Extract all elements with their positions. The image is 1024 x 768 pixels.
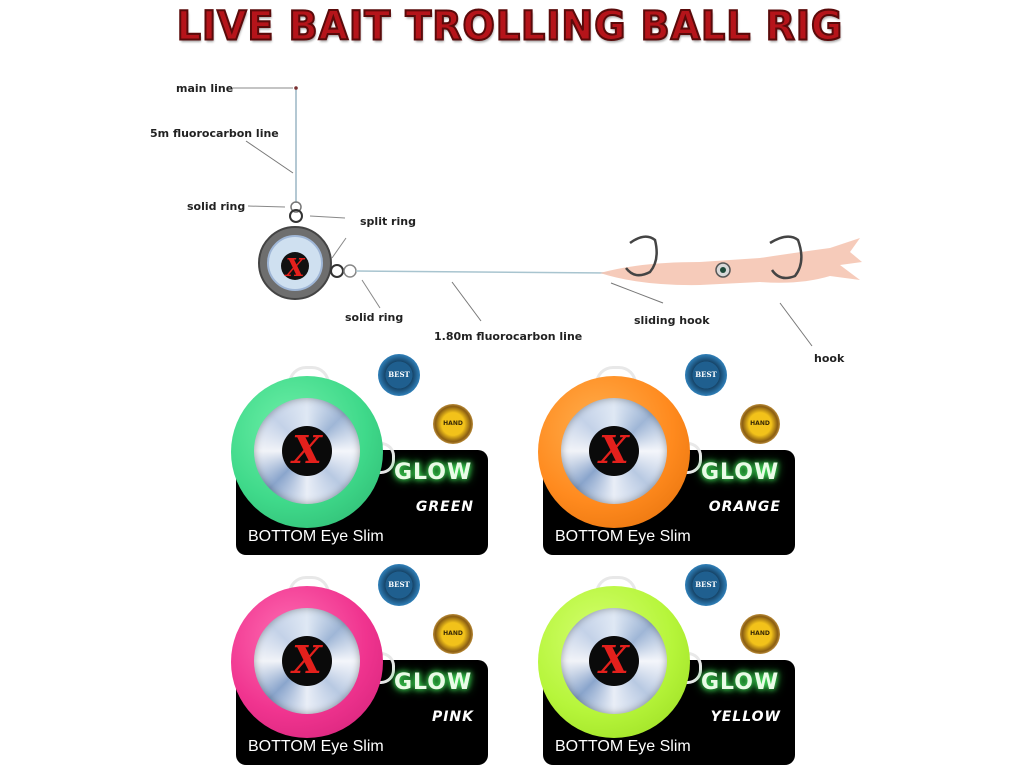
hand-made-badge-icon: HAND [740,614,780,654]
quality-badge-icon: BEST [378,354,420,396]
sliding-hook-icon [625,235,658,277]
glow-label: GLOW [701,670,780,695]
color-label: PINK [431,709,474,725]
main-line-end [294,86,298,90]
color-label: GREEN [415,499,474,515]
product-card-pink: X BEST HAND GLOW PINK BOTTOM Eye Slim [226,562,488,767]
hand-made-badge-icon: HAND [433,404,473,444]
color-label: ORANGE [708,499,781,515]
side-eyelet [683,442,702,474]
product-name: BOTTOM Eye Slim [555,528,691,545]
glow-label: GLOW [394,670,473,695]
product-name: BOTTOM Eye Slim [248,528,384,545]
split-ring-top [289,209,303,223]
leader-hook [779,302,813,347]
fluoro-leader-line [355,270,611,274]
leader-solid-ring-bottom [361,279,381,309]
label-sliding-hook: sliding hook [634,314,710,327]
label-solid-ring-bottom: solid ring [345,311,404,324]
label-main-line: main line [176,82,234,95]
solid-ring-top [290,201,302,213]
leader-sliding-hook [610,282,664,304]
rig-ball-eye [281,252,309,280]
quality-badge-icon: BEST [378,564,420,606]
leader-split-ring [309,215,346,219]
label-5m-fluorocarbon: 5m fluorocarbon line [150,127,279,140]
side-eyelet [683,652,702,684]
side-eyelet [376,652,395,684]
hand-made-badge-icon: HAND [433,614,473,654]
rig-diagram: X [233,86,862,347]
label-split-ring: split ring [360,215,416,228]
x-mark-icon: X [589,426,639,476]
hook-icon [769,235,803,280]
squid-bait [600,238,862,286]
rig-ball-mark: X [284,253,306,282]
x-mark-icon: X [282,426,332,476]
leader-5m [245,140,294,174]
glow-label: GLOW [701,460,780,485]
label-1-80m-fluorocarbon: 1.80m fluorocarbon line [434,330,583,343]
label-hook: hook [814,352,845,365]
label-solid-ring-top: solid ring [187,200,246,213]
hand-made-badge-icon: HAND [740,404,780,444]
leader-split-ring-2 [331,237,347,259]
leader-solid-ring-top [247,205,286,208]
leader-fluoro-180 [451,281,482,322]
x-mark-icon: X [282,636,332,686]
side-eyelet [376,442,395,474]
product-card-green: X BEST HAND GLOW GREEN BOTTOM Eye Slim [226,352,488,557]
product-card-orange: X BEST HAND GLOW ORANGE BOTTOM Eye Slim [533,352,795,557]
product-card-yellow: X BEST HAND GLOW YELLOW BOTTOM Eye Slim [533,562,795,767]
product-name: BOTTOM Eye Slim [555,738,691,755]
split-ring-side [330,264,344,278]
page-title: LIVE BAIT TROLLING BALL RIG [176,2,844,50]
x-mark-icon: X [589,636,639,686]
quality-badge-icon: BEST [685,354,727,396]
color-label: YELLOW [710,709,781,725]
solid-ring-side [343,264,357,278]
product-name: BOTTOM Eye Slim [248,738,384,755]
quality-badge-icon: BEST [685,564,727,606]
glow-label: GLOW [394,460,473,485]
